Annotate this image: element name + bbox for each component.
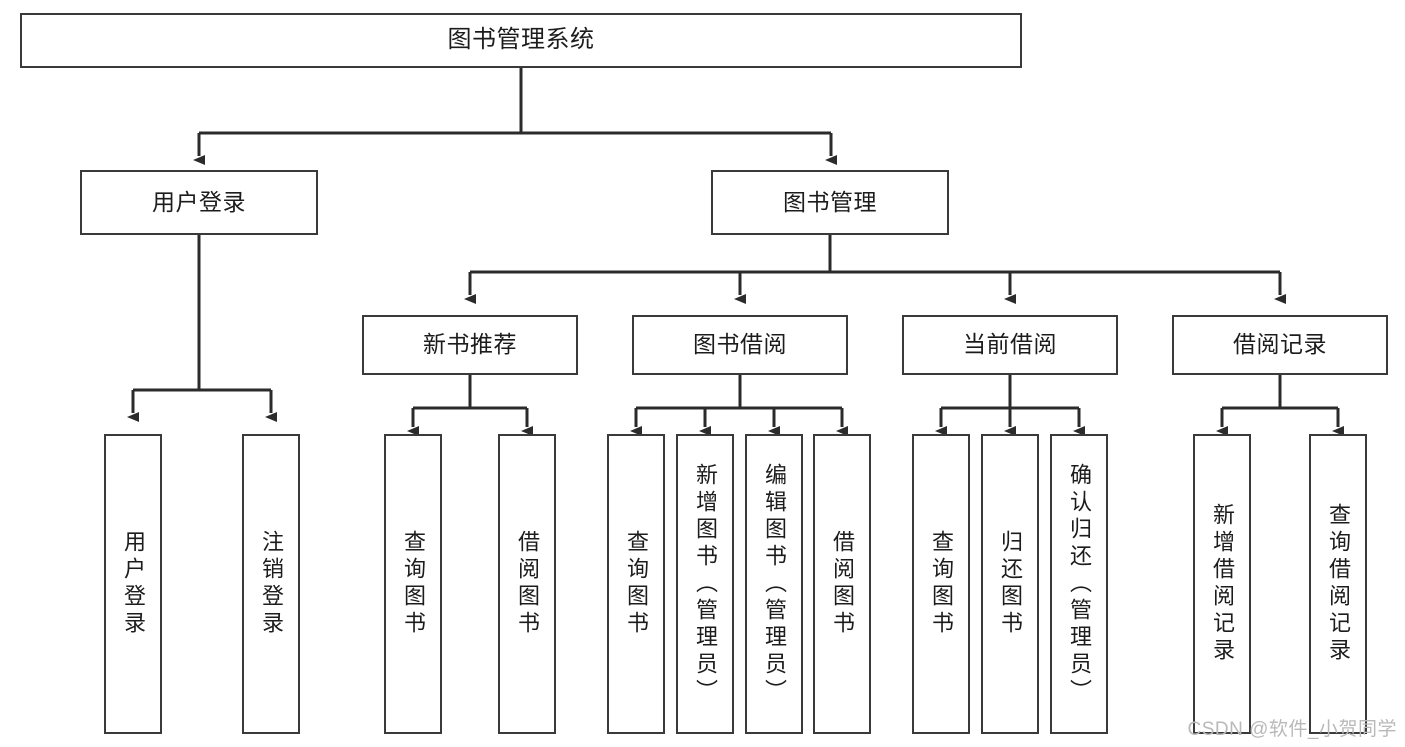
node-leaf-borrow-book-1[interactable]: 借阅图书: [498, 434, 556, 734]
node-label: 图书借阅: [693, 331, 787, 358]
node-label: 编辑图书（管理员）: [762, 462, 787, 706]
node-borrowing-records[interactable]: 借阅记录: [1172, 315, 1388, 375]
node-label: 查询图书: [401, 530, 426, 638]
node-label: 图书管理: [783, 188, 877, 215]
node-leaf-edit-book-admin[interactable]: 编辑图书（管理员）: [745, 434, 803, 734]
node-leaf-query-book-1[interactable]: 查询图书: [384, 434, 442, 734]
node-label: 用户登录: [121, 530, 146, 638]
node-leaf-confirm-return-admin[interactable]: 确认归还（管理员）: [1050, 434, 1108, 734]
node-leaf-logout[interactable]: 注销登录: [242, 434, 300, 734]
node-leaf-borrow-book-2[interactable]: 借阅图书: [813, 434, 871, 734]
node-label: 查询借阅记录: [1326, 503, 1351, 665]
node-root-book-management-system[interactable]: 图书管理系统: [20, 13, 1022, 68]
node-label: 借阅图书: [830, 530, 855, 638]
watermark: CSDN @软件_小贺同学: [1187, 719, 1397, 740]
node-leaf-add-borrow-record[interactable]: 新增借阅记录: [1193, 434, 1251, 734]
node-label: 注销登录: [259, 530, 284, 638]
node-leaf-query-book-2[interactable]: 查询图书: [607, 434, 665, 734]
node-label: 图书管理系统: [447, 26, 595, 54]
node-label: 当前借阅: [963, 331, 1057, 358]
node-leaf-return-book[interactable]: 归还图书: [981, 434, 1039, 734]
node-leaf-add-book-admin[interactable]: 新增图书（管理员）: [676, 434, 734, 734]
node-label: 查询图书: [624, 530, 649, 638]
node-current-borrowing[interactable]: 当前借阅: [902, 315, 1118, 375]
node-book-management[interactable]: 图书管理: [711, 170, 949, 235]
node-leaf-query-borrow-record[interactable]: 查询借阅记录: [1309, 434, 1367, 734]
node-label: 归还图书: [998, 530, 1023, 638]
node-label: 查询图书: [929, 530, 954, 638]
node-leaf-query-book-3[interactable]: 查询图书: [912, 434, 970, 734]
node-label: 新增借阅记录: [1210, 503, 1235, 665]
node-label: 用户登录: [152, 188, 246, 215]
node-label: 借阅记录: [1233, 331, 1327, 358]
node-new-book-recommendation[interactable]: 新书推荐: [362, 315, 578, 375]
node-leaf-user-login[interactable]: 用户登录: [104, 434, 162, 734]
node-label: 确认归还（管理员）: [1067, 462, 1092, 706]
node-book-borrowing[interactable]: 图书借阅: [632, 315, 848, 375]
node-user-login[interactable]: 用户登录: [80, 170, 318, 235]
node-label: 新增图书（管理员）: [693, 462, 718, 706]
node-label: 新书推荐: [423, 331, 517, 358]
node-label: 借阅图书: [515, 530, 540, 638]
